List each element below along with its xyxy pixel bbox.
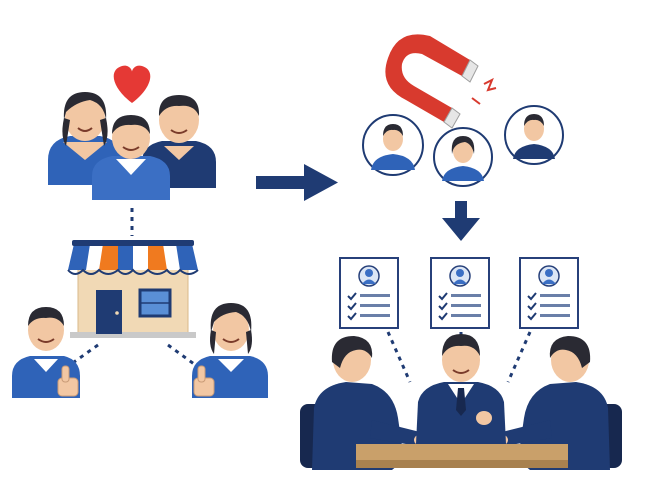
resume-document-icon xyxy=(339,257,399,329)
check-icon xyxy=(527,312,537,321)
customer-group xyxy=(48,65,216,200)
connector-resume-left xyxy=(386,331,412,383)
arrow-down-icon xyxy=(442,201,480,241)
magnet-icon xyxy=(385,34,497,129)
check-icon xyxy=(347,312,357,321)
check-icon xyxy=(527,292,537,301)
arrow-right-icon xyxy=(256,164,338,201)
check-icon xyxy=(527,302,537,311)
heart-icon xyxy=(113,65,151,103)
meeting-table xyxy=(356,444,568,460)
thumbs-up-icon xyxy=(193,365,215,397)
shop-icon xyxy=(67,240,199,338)
customer-woman xyxy=(48,92,122,185)
thumbs-up-icon xyxy=(57,365,79,397)
interview-panel-icon xyxy=(300,334,622,470)
candidate-avatar-icon xyxy=(504,105,564,165)
check-icon xyxy=(438,292,448,301)
resume-group xyxy=(339,257,579,329)
check-icon xyxy=(438,302,448,311)
resume-document-icon xyxy=(430,257,490,329)
connector-resume-right xyxy=(506,331,532,383)
candidate-avatar-icon xyxy=(433,127,493,187)
check-icon xyxy=(347,292,357,301)
check-icon xyxy=(347,302,357,311)
resume-document-icon xyxy=(519,257,579,329)
check-icon xyxy=(438,312,448,321)
interview-candidate xyxy=(416,334,506,444)
satisfied-customer-woman xyxy=(192,303,268,398)
candidate-avatar-icon xyxy=(362,114,424,176)
satisfied-customer-man xyxy=(12,307,80,398)
customer-child xyxy=(92,115,170,200)
